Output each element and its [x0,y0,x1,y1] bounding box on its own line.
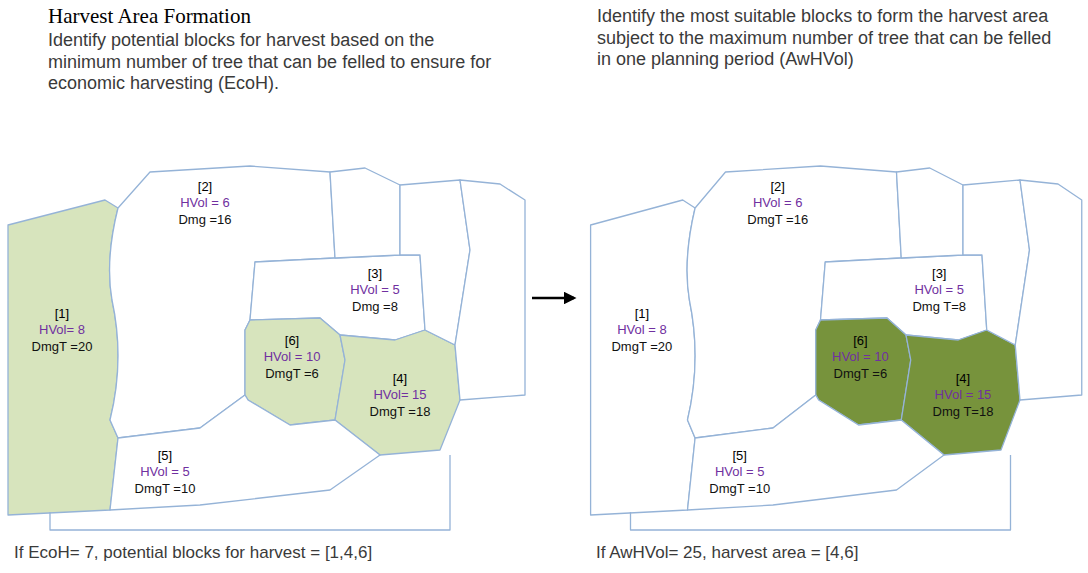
block-number: [2] [178,179,231,195]
right-map [591,166,1082,530]
block-number: [3] [350,266,400,282]
damage-trees: DmgT =20 [32,339,93,355]
block-outline [110,395,380,510]
damage-trees: DmgT =6 [264,366,321,382]
harvest-volume: HVol = 10 [264,349,321,365]
block-number: [1] [32,306,93,322]
block-number: [5] [709,448,770,464]
step-description: Identify the most suitable blocks to for… [597,6,1067,71]
damage-trees: Dmg T=8 [912,299,966,315]
damage-trees: Dmg T=18 [933,404,994,420]
diagram-title: Harvest Area Formation [48,4,251,29]
harvest-volume: HVol = 10 [832,349,889,365]
block-outline [688,395,945,510]
damage-trees: DmgT =16 [747,212,808,228]
harvest-volume: HVol = 8 [611,322,672,338]
harvest-volume: HVol = 6 [747,195,808,211]
damage-trees: Dmg =8 [350,299,400,315]
damage-trees: DmgT =18 [370,404,431,420]
forest-block: [4]HVol = 15Dmg T=18 [930,370,997,421]
result-note: If EcoH= 7, potential blocks for harvest… [14,543,372,563]
flow-arrow [532,297,574,300]
harvest-volume: HVol= 15 [370,387,431,403]
damage-trees: DmgT =6 [832,366,889,382]
damage-trees: DmgT =20 [611,339,672,355]
harvest-volume: HVol = 15 [933,387,994,403]
harvest-volume: HVol = 5 [135,464,196,480]
block-number: [4] [370,371,431,387]
harvest-volume: HVol = 5 [912,282,966,298]
forest-block: [6]HVol = 10DmgT =6 [261,332,324,383]
damage-trees: Dmg =16 [178,212,231,228]
forest-block: [6]HVol = 10DmgT =6 [829,332,892,383]
forest-block: [5]HVol = 5DmgT =10 [706,447,773,498]
harvest-volume: HVol = 5 [709,464,770,480]
map-border [50,455,450,530]
block-number: [1] [611,306,672,322]
block-number: [2] [747,179,808,195]
forest-block: [2]HVol = 6DmgT =16 [744,178,811,229]
forest-block: [2]HVol = 6Dmg =16 [175,178,234,229]
block-number: [6] [264,333,321,349]
block-outline [455,180,525,400]
damage-trees: DmgT =10 [709,481,770,497]
forest-block: [3]HVol = 5Dmg =8 [347,265,403,316]
block-number: [4] [933,371,994,387]
forest-block: [5]HVol = 5DmgT =10 [132,447,199,498]
block-outline [330,168,400,258]
forest-block: [1]HVol= 8DmgT =20 [29,305,96,356]
block-outline [8,200,118,515]
forest-block: [1]HVol = 8DmgT =20 [608,305,675,356]
forest-block: [4]HVol= 15DmgT =18 [367,370,434,421]
block-outline [897,168,964,258]
harvest-volume: HVol= 8 [32,322,93,338]
harvest-volume: HVol = 5 [350,282,400,298]
harvest-volume: HVol = 6 [178,195,231,211]
step-description: Identify potential blocks for harvest ba… [48,30,503,95]
forest-block: [3]HVol = 5Dmg T=8 [909,265,969,316]
result-note: If AwHVol= 25, harvest area = [4,6] [596,543,858,563]
block-number: [6] [832,333,889,349]
left-map [8,166,525,530]
block-number: [3] [912,266,966,282]
block-outline [591,200,696,515]
block-outline [1015,180,1082,400]
block-number: [5] [135,448,196,464]
damage-trees: DmgT =10 [135,481,196,497]
map-border [631,455,1011,530]
